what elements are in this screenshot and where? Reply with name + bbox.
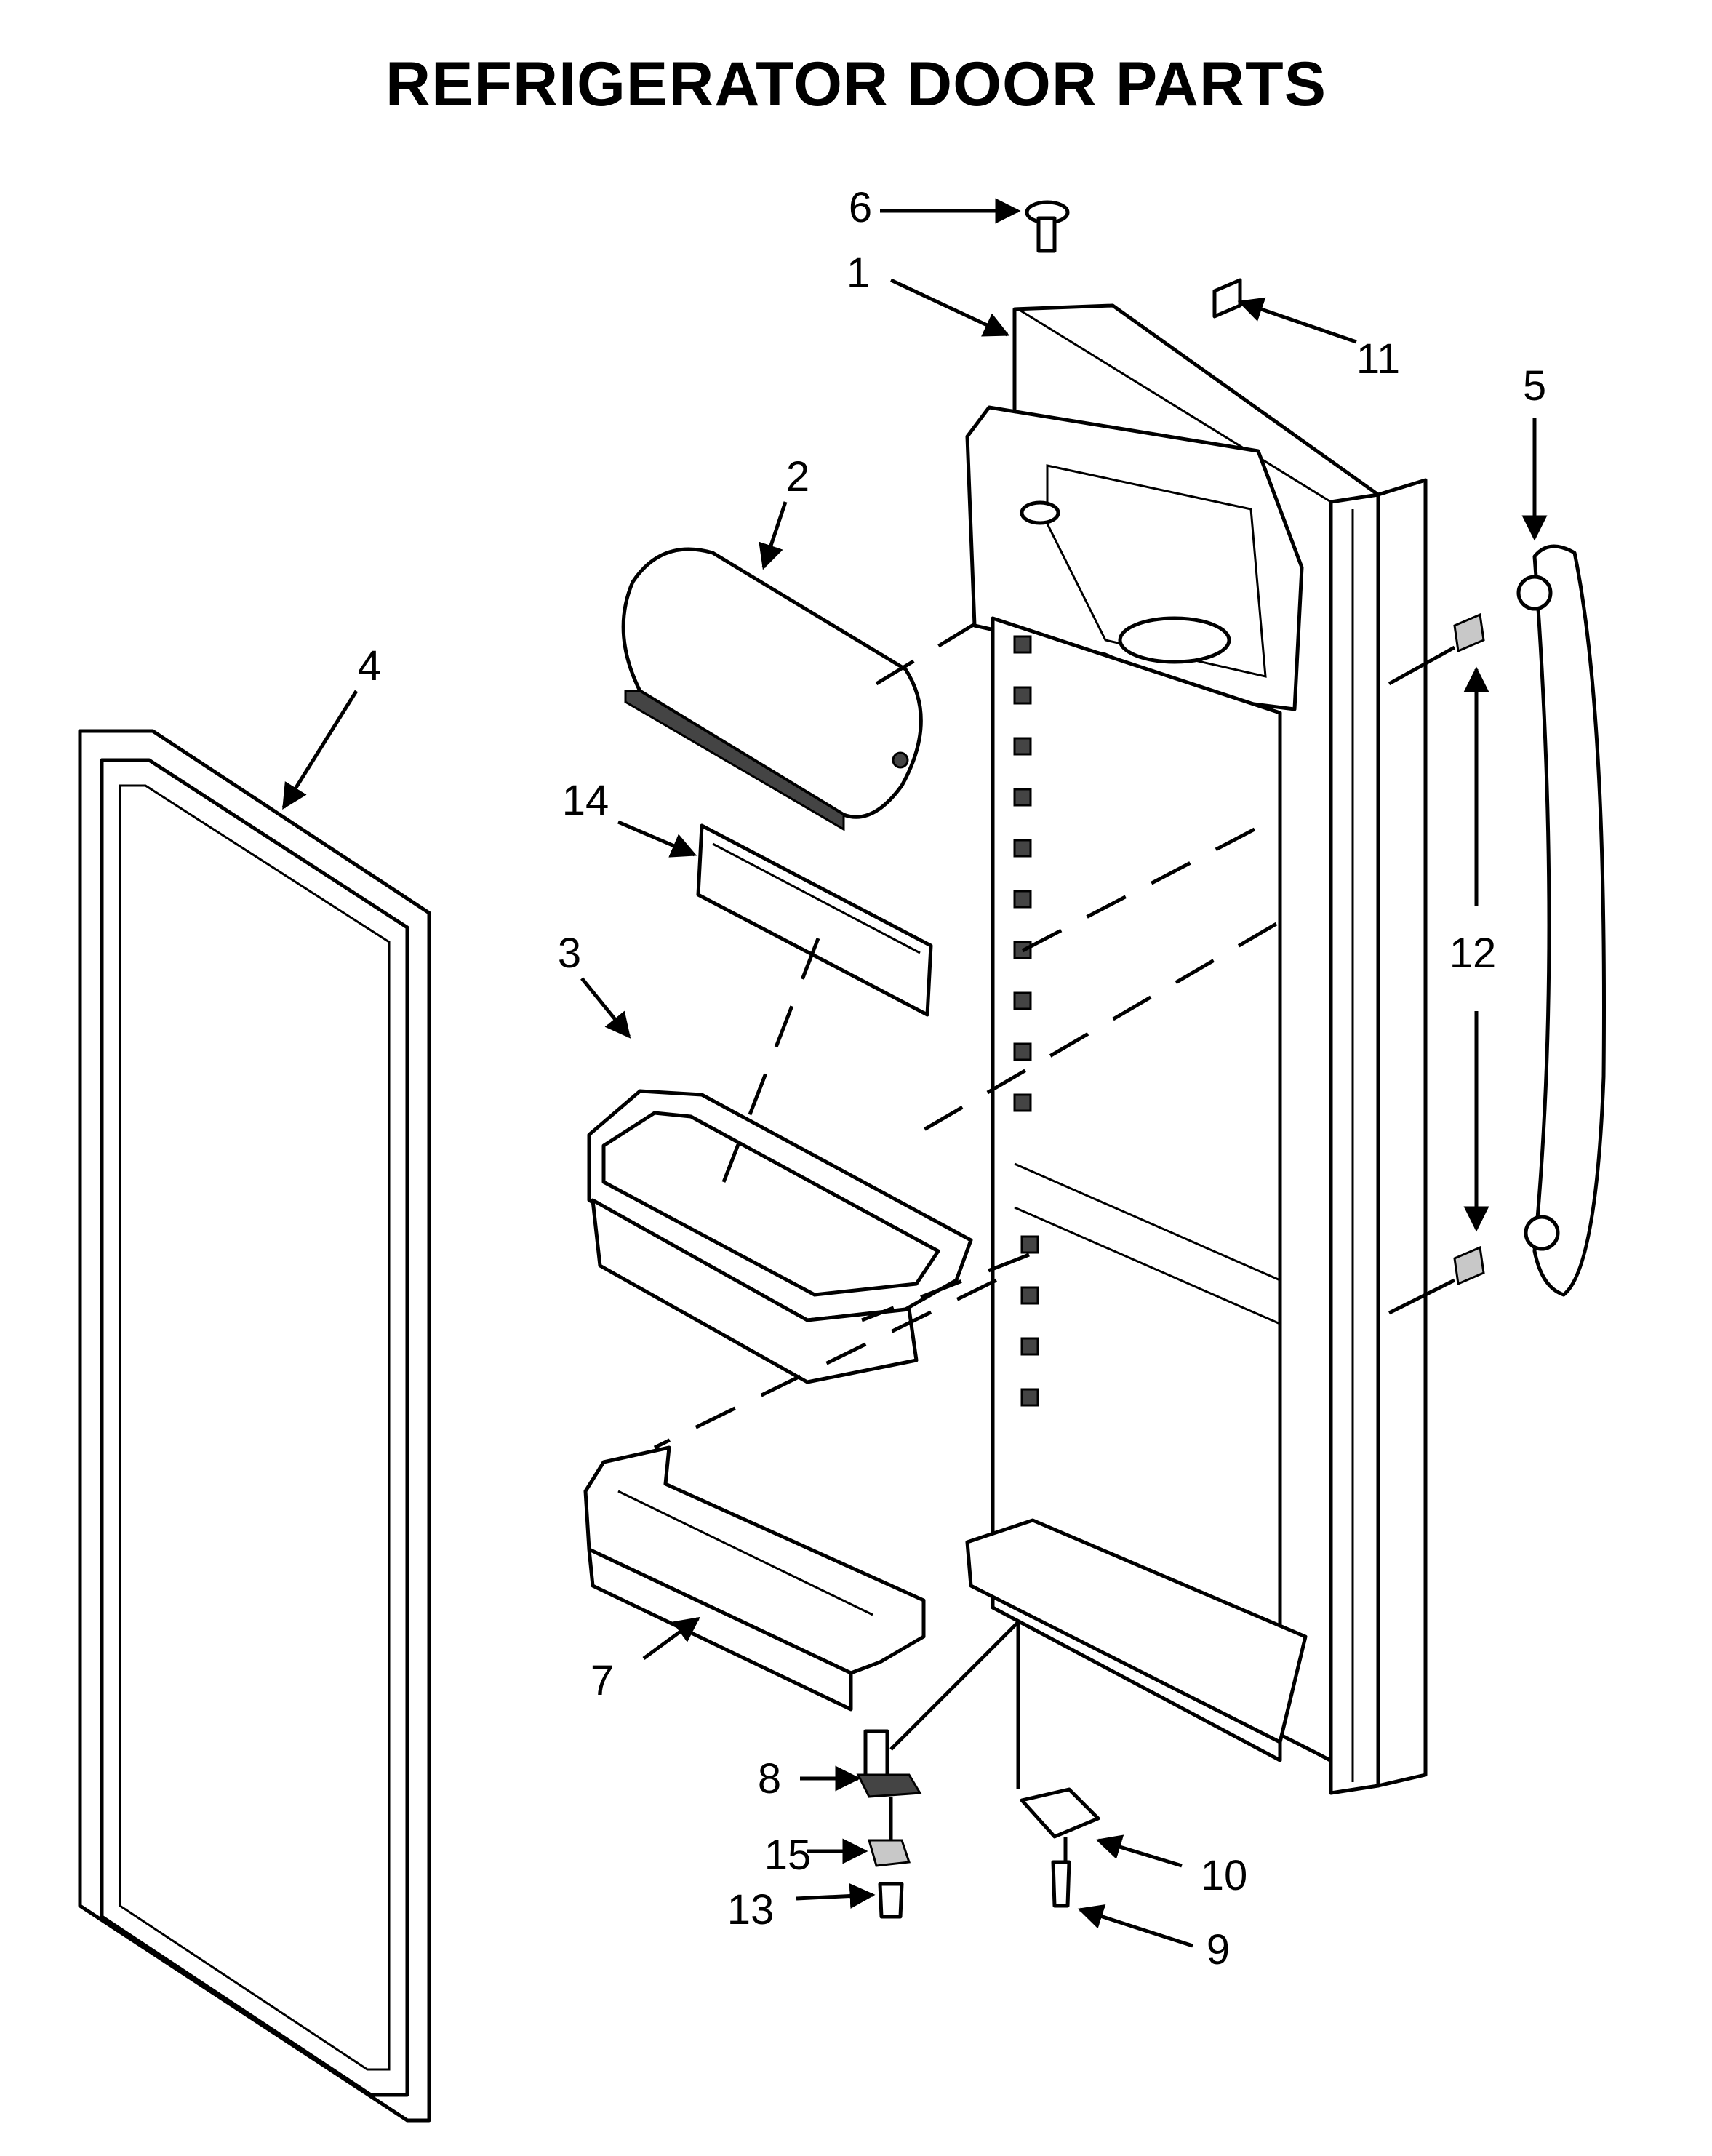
callout-15: 15 <box>764 1832 812 1879</box>
callout-1: 1 <box>847 249 870 297</box>
callout-5: 5 <box>1523 362 1546 410</box>
handle-screws <box>1453 612 1485 1286</box>
callout-11: 11 <box>1356 335 1400 383</box>
top-screw <box>1025 200 1070 253</box>
callout-6: 6 <box>849 184 872 231</box>
hinge-assembly <box>856 1729 922 1919</box>
retainer-strip <box>696 823 933 1017</box>
callout-2: 2 <box>786 453 809 500</box>
callout-leaders <box>281 198 1548 1948</box>
callout-3: 3 <box>558 930 581 977</box>
callout-8: 8 <box>758 1755 781 1802</box>
callout-14: 14 <box>562 777 609 824</box>
door-gasket <box>78 729 431 2123</box>
door-liner <box>965 303 1428 1795</box>
callout-12: 12 <box>1449 930 1497 977</box>
assembly-lines <box>653 620 1456 1862</box>
door-label <box>1212 278 1242 319</box>
callout-7: 7 <box>591 1657 614 1704</box>
callout-10: 10 <box>1201 1852 1248 1899</box>
diagram-title: REFRIGERATOR DOOR PARTS <box>385 49 1327 119</box>
door-bin-lower <box>583 1445 926 1712</box>
dispenser-cover <box>621 547 923 831</box>
callout-labels: 1 2 3 4 5 6 7 8 9 10 11 12 13 14 15 <box>358 184 1546 1973</box>
callout-9: 9 <box>1207 1926 1230 1973</box>
door-handle <box>1516 544 1606 1297</box>
callout-4: 4 <box>358 642 381 690</box>
callout-13: 13 <box>727 1886 775 1933</box>
bracket-assembly <box>1020 1787 1100 1908</box>
door-bin-upper <box>587 1089 973 1384</box>
